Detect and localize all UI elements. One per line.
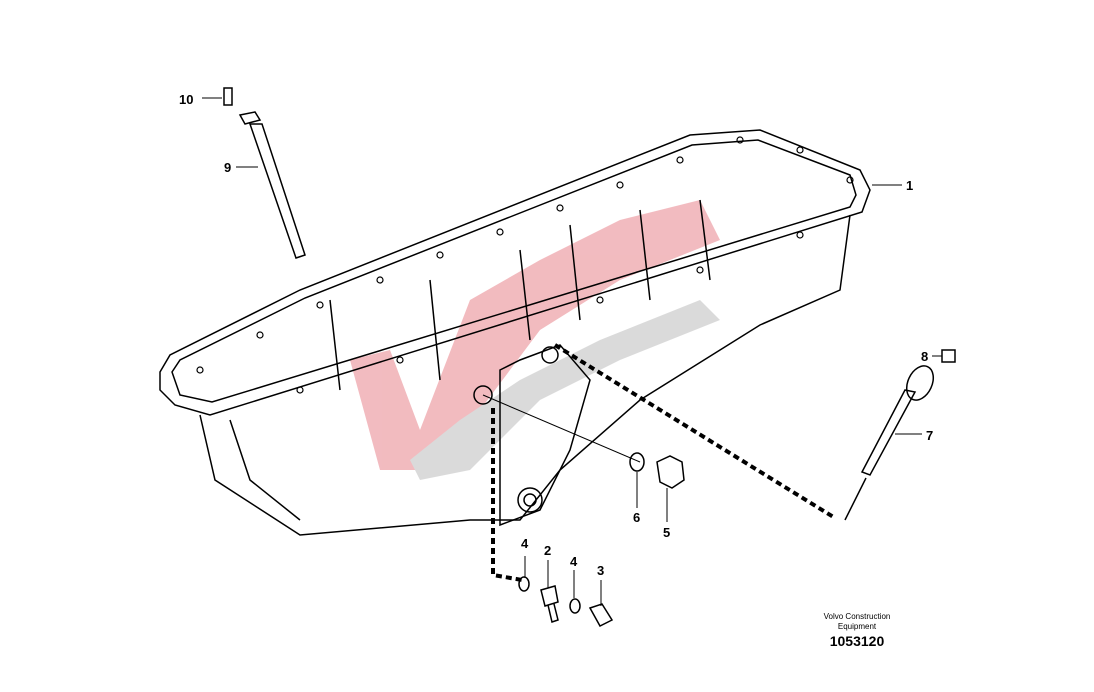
- callout-4a: 4: [521, 536, 529, 551]
- watermark-logo: [350, 200, 720, 480]
- callout-4b: 4: [570, 554, 578, 569]
- callout-3: 3: [597, 563, 605, 578]
- callout-8: 8: [921, 349, 929, 364]
- drawing-number: 1053120: [829, 633, 885, 649]
- dipstick: [844, 349, 956, 521]
- callout-1: 1: [906, 178, 914, 193]
- dashed-leader: [491, 343, 837, 582]
- callout-2: 2: [544, 543, 552, 558]
- callout-5: 5: [663, 525, 671, 540]
- caption-line-1: Volvo Construction: [823, 612, 891, 621]
- callout-9: 9: [224, 160, 232, 175]
- dipstick-tube: [223, 87, 306, 259]
- callout-7: 7: [926, 428, 934, 443]
- manufacturer-caption: Volvo Construction Equipment: [800, 612, 914, 632]
- callout-6: 6: [633, 510, 641, 525]
- callout-leaders: [202, 97, 942, 606]
- caption-line-2: Equipment: [837, 622, 877, 631]
- small-parts: [482, 394, 685, 627]
- callout-10: 10: [179, 92, 194, 107]
- oil-pan: [159, 129, 871, 536]
